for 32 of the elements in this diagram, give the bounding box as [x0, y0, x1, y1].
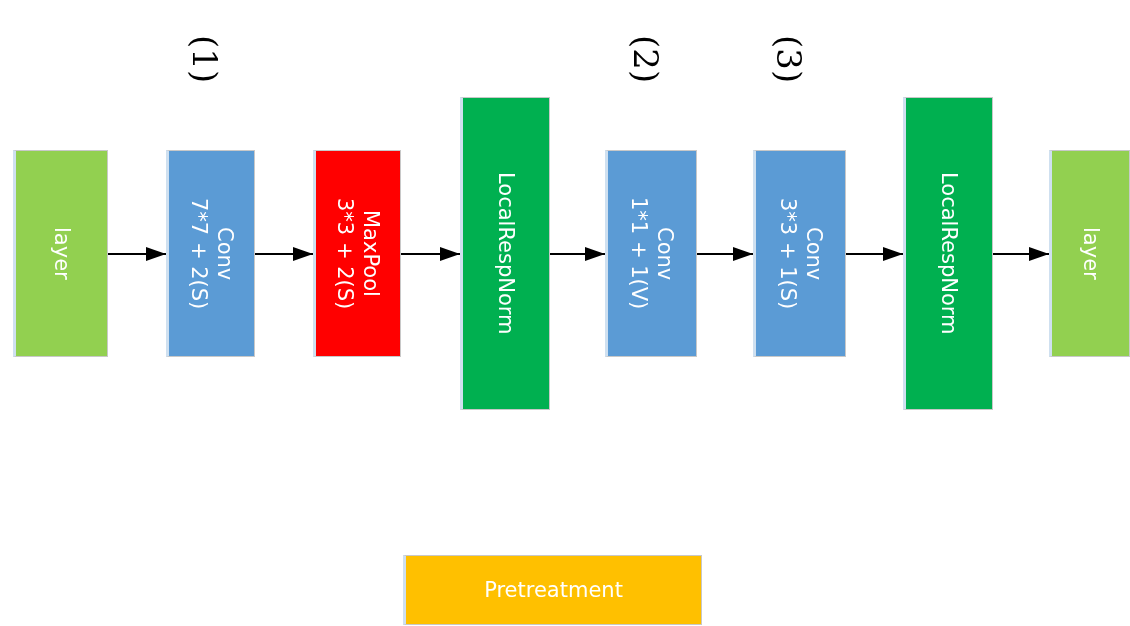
conv-box: [753, 150, 846, 357]
arrow: [549, 247, 606, 261]
node-detail: 3*3 + 1(S): [774, 197, 801, 310]
layer-box: [13, 150, 108, 357]
arrow: [254, 247, 314, 261]
callout-number: (3): [769, 35, 809, 84]
norm-box: [460, 97, 550, 410]
node-detail: 7*7 + 2(S): [185, 197, 212, 310]
norm-box: [903, 97, 993, 410]
node-detail: 3*3 + 2(S): [332, 197, 358, 310]
node-title: layer: [1077, 227, 1104, 280]
conv-box: [605, 150, 697, 357]
node-title: Conv: [211, 226, 238, 281]
node-title: layer: [48, 227, 75, 280]
layer-box: [1049, 150, 1130, 357]
node-detail: 1*1 + 1(V): [626, 197, 652, 310]
node-title: LocalRespNorm: [936, 172, 962, 335]
process-box: [403, 555, 702, 625]
node-title: Conv: [652, 226, 678, 281]
callout-number: (1): [185, 35, 225, 84]
arrow: [696, 247, 754, 261]
arrow: [992, 247, 1050, 261]
node-title: Conv: [800, 226, 827, 281]
node-title: Pretreatment: [484, 578, 623, 602]
arrow: [107, 247, 167, 261]
arrow: [400, 247, 461, 261]
pool-box: [313, 150, 401, 357]
node-title: MaxPool: [358, 210, 384, 297]
arrow: [845, 247, 904, 261]
conv-box: [166, 150, 255, 357]
callout-number: (2): [626, 35, 666, 84]
node-title: LocalRespNorm: [493, 172, 519, 335]
